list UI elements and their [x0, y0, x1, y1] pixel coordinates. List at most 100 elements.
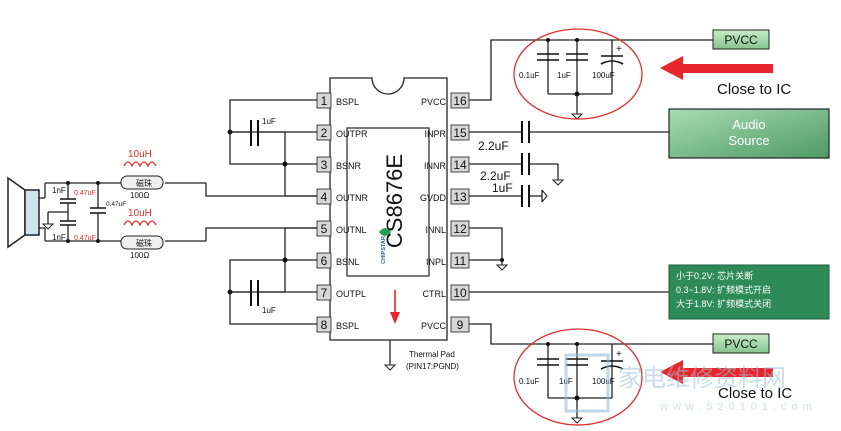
audio-source-line1: Audio: [732, 117, 765, 132]
pin-name: CTRL: [422, 289, 446, 299]
pin-number: 4: [321, 190, 328, 204]
ground-icon: [495, 264, 509, 271]
red-arrow-top-icon: [660, 56, 773, 80]
watermark: 家电维修资料网 www.520101.com: [564, 353, 817, 413]
ground-icon: [383, 364, 397, 371]
thermal-pad-line1: Thermal Pad: [409, 350, 455, 359]
ferrite-bead-bottom-icon: [120, 235, 164, 250]
pin-name: PVCC: [421, 321, 447, 331]
pin-number: 1: [321, 94, 328, 108]
cap-innr-label: 2.2uF: [480, 169, 511, 183]
watermark-text: 家电维修资料网: [618, 364, 786, 392]
pin-number: 14: [453, 158, 467, 172]
pvcc-bottom-cap3: 100uF: [592, 377, 615, 386]
pin-number: 8: [321, 318, 328, 332]
pin-name: BSNR: [336, 161, 362, 171]
pvcc-bottom-label: PVCC: [724, 337, 758, 351]
close-to-ic-top: Close to IC: [717, 81, 791, 98]
bead-top-label: 磁珠: [136, 178, 152, 188]
bootstrap-cap-top-label: 1uF: [262, 117, 276, 126]
pin-number: 9: [457, 318, 464, 332]
pin-8: 8 BSPL: [316, 316, 359, 333]
pin-name: BSPL: [336, 97, 359, 107]
pin-number: 12: [453, 222, 467, 236]
thermal-arrow-head-icon: [390, 312, 400, 324]
pin-11: 11 INPL: [426, 252, 470, 269]
pin-13: 13 GVDD: [420, 188, 470, 205]
cap-inpr-label: 2.2uF: [478, 139, 509, 153]
pin-name: INPL: [426, 257, 446, 267]
cap-red-top-label: 0.47uF: [74, 190, 96, 197]
bead-bottom-ohm: 100Ω: [130, 251, 149, 260]
ctrl-line3: 大于1.8V: 扩频模式关闭: [676, 298, 771, 309]
pin-name: INNL: [425, 225, 446, 235]
close-to-ic-bottom: Close to IC: [718, 385, 792, 402]
bootstrap-cap-bottom-label: 1uF: [262, 306, 276, 315]
pin-4: 4 OUTNR: [316, 188, 368, 205]
pin-number: 6: [321, 254, 328, 268]
highlight-circle-bottom: [513, 328, 643, 426]
ground-icon: [570, 113, 584, 120]
pin-name: OUTPR: [336, 129, 368, 139]
pin-16: 16 PVCC: [421, 92, 470, 109]
chip-brand: CHIPSTAR: [381, 236, 387, 264]
pin-name: INNR: [424, 161, 446, 171]
chip-logo-icon: [379, 228, 391, 236]
cap-1nf-top-label: 1nF: [52, 186, 66, 195]
ground-icon: [541, 189, 548, 203]
red-arrow-bottom-icon: [660, 360, 773, 384]
cap-1nf-bottom-label: 1nF: [52, 233, 66, 242]
pin-number: 3: [321, 158, 328, 172]
polarized-plus-icon: +: [616, 349, 622, 360]
pin-name: OUTNL: [336, 225, 367, 235]
pin-14: 14 INNR: [424, 156, 470, 173]
inductor-bottom-icon: [123, 220, 157, 227]
speaker-icon: [7, 176, 46, 249]
pin-name: OUTNR: [336, 193, 368, 203]
inductor-top-icon: [123, 161, 157, 168]
cap-gvdd-label: 1uF: [492, 181, 513, 195]
ic-package: CS8676E CHIPSTAR: [329, 77, 448, 341]
pvcc-bottom-box: [712, 333, 770, 354]
pin-name: OUTPL: [336, 289, 366, 299]
audio-source-box: Audio Source: [668, 108, 830, 159]
cap-red-bottom-label: 0.47uF: [74, 235, 96, 242]
ground-icon: [551, 179, 565, 186]
highlight-circle-top: [513, 28, 643, 120]
pvcc-top-cap3: 100uF: [592, 71, 615, 80]
cap-middle-label: 0.47uF: [106, 201, 126, 208]
pin-number: 7: [321, 286, 328, 300]
pins-left: 1 BSPL 2 OUTPR 3 BSNR 4 OUTNR 5 OUTNL 6 …: [316, 92, 368, 333]
ctrl-line1: 小于0.2V: 芯片关断: [676, 270, 753, 281]
pvcc-top-box: [712, 29, 770, 50]
pin-number: 10: [453, 286, 467, 300]
inductor-top-label: 10uH: [128, 149, 152, 160]
watermark-logo-icon: [564, 353, 610, 413]
watermark-url: www.520101.com: [659, 401, 817, 413]
pin-name: BSPL: [336, 321, 359, 331]
pin-name: INPR: [424, 129, 446, 139]
pin-number: 11: [454, 254, 467, 268]
pin-name: PVCC: [421, 97, 447, 107]
ctrl-mode-box: 小于0.2V: 芯片关断 0.3~1.8V: 扩频模式开启 大于1.8V: 扩频…: [668, 264, 830, 320]
pin-number: 16: [453, 94, 467, 108]
pvcc-top-network: + 0.1uF 1uF 100uF PVCC Close to IC: [469, 28, 791, 120]
ground-icon: [570, 417, 584, 424]
pin-name: BSNL: [336, 257, 360, 267]
bead-bottom-label: 磁珠: [136, 238, 152, 248]
pin-number: 15: [453, 126, 467, 140]
bead-top-ohm: 100Ω: [130, 191, 149, 200]
output-filter: 10uH 10uH 磁珠 100Ω 磁珠 100Ω 1nF 0.47uF 1nF…: [41, 149, 317, 260]
pin-number: 13: [453, 190, 467, 204]
thermal-pad-line2: (PIN17:PGND): [406, 362, 459, 371]
pin-12: 12 INNL: [425, 220, 470, 237]
thermal-pad: Thermal Pad (PIN17:PGND): [383, 340, 459, 371]
pvcc-top-cap2: 1uF: [557, 71, 571, 80]
pvcc-top-cap1: 0.1uF: [519, 71, 540, 80]
filter-ground-icon: [41, 223, 55, 230]
pin-number: 5: [321, 222, 328, 236]
pin-name: GVDD: [420, 193, 447, 203]
input-network: 2.2uF 2.2uF 1uF: [469, 121, 669, 293]
pvcc-top-label: PVCC: [724, 33, 758, 47]
